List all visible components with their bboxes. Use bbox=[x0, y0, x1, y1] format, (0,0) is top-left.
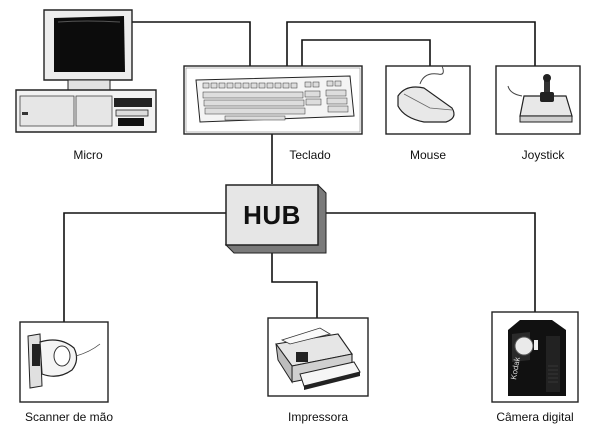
hub-label: HUB bbox=[243, 199, 301, 230]
svg-text:Kodak: Kodak bbox=[509, 355, 522, 380]
label-impressora: Impressora bbox=[287, 410, 349, 424]
line-joystick bbox=[286, 21, 536, 66]
label-micro: Micro bbox=[73, 148, 103, 162]
printer-icon bbox=[267, 317, 369, 397]
line-scanner bbox=[63, 212, 226, 322]
label-scanner: Scanner de mão bbox=[24, 410, 114, 424]
mouse-icon bbox=[385, 65, 471, 135]
keyboard-icon bbox=[183, 65, 363, 135]
line-impressora bbox=[271, 252, 318, 318]
connection-lines bbox=[63, 21, 536, 322]
label-joystick: Joystick bbox=[521, 148, 565, 162]
label-teclado: Teclado bbox=[289, 148, 331, 162]
desktop-computer-icon bbox=[15, 9, 157, 133]
label-mouse: Mouse bbox=[409, 148, 447, 162]
line-micro bbox=[123, 21, 251, 66]
hand-scanner-icon bbox=[19, 321, 109, 403]
line-mouse bbox=[301, 39, 431, 66]
digital-camera-icon: Kodak bbox=[491, 311, 579, 403]
joystick-icon bbox=[495, 65, 581, 135]
line-camera bbox=[318, 212, 536, 312]
hub-box bbox=[224, 183, 327, 254]
label-camera: Câmera digital bbox=[496, 410, 574, 424]
